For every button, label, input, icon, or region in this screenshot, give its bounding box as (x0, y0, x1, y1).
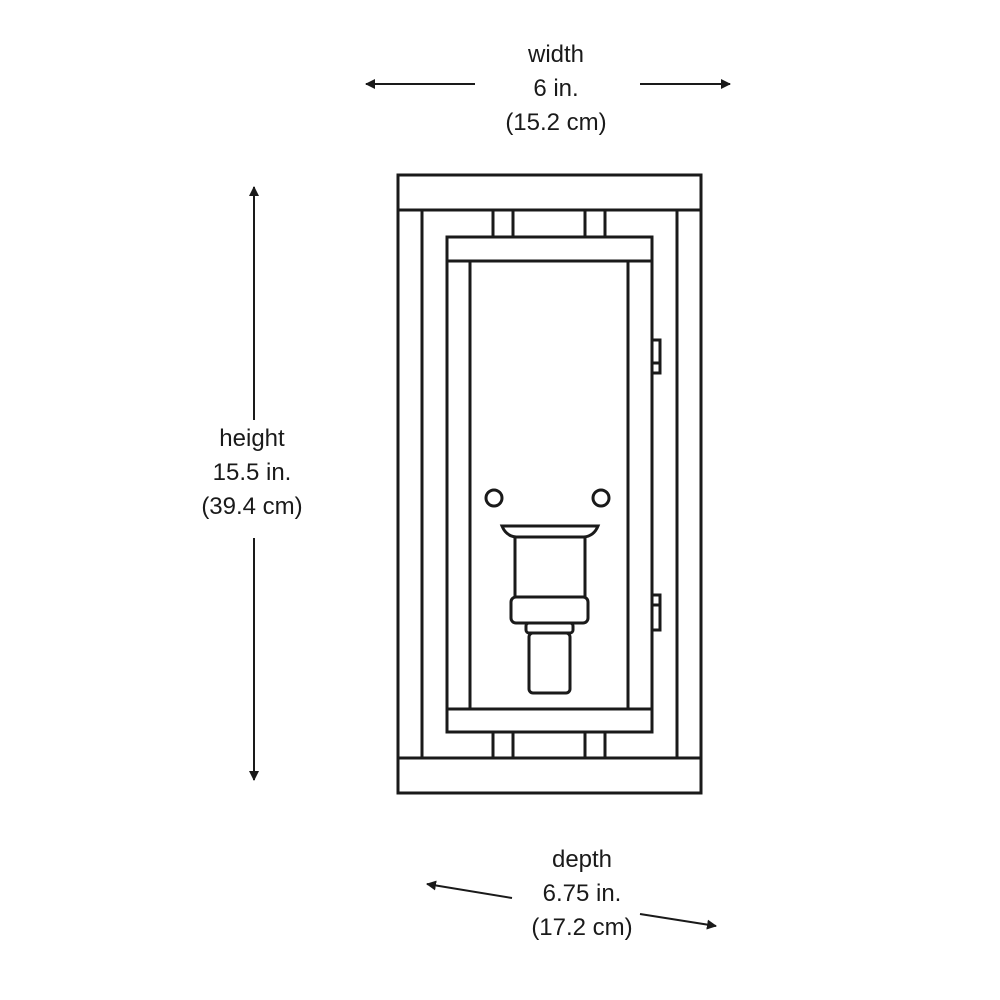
socket-cup (499, 524, 601, 539)
inner-left-post (445, 259, 472, 711)
height-imperial: 15.5 in. (212, 459, 292, 486)
lantern (396, 173, 703, 795)
depth-label: depth (551, 846, 613, 873)
socket-ring (509, 595, 590, 625)
depth-arrow-left (426, 880, 513, 899)
inner-bottom-bar (445, 707, 654, 734)
bottom-connector-right (583, 730, 607, 760)
top-connector-right (583, 208, 607, 239)
height-metric: (39.4 cm) (201, 493, 303, 520)
hinge-top-tab (650, 361, 662, 375)
top-connector-left (491, 208, 515, 239)
width-label: width (527, 41, 585, 68)
outer-right-post (675, 208, 703, 760)
height-dimension-label: height 15.5 in. (39.4 cm) (152, 422, 352, 524)
screw-left (484, 488, 504, 508)
bottom-connector-left (491, 730, 515, 760)
width-imperial: 6 in. (533, 75, 579, 102)
outer-left-post (396, 208, 424, 760)
depth-metric: (17.2 cm) (531, 914, 633, 941)
depth-imperial: 6.75 in. (542, 880, 622, 907)
top-cap (396, 173, 703, 212)
width-metric: (15.2 cm) (505, 109, 607, 136)
depth-arrow-right (639, 913, 717, 930)
screw-right (591, 488, 611, 508)
height-label: height (219, 425, 285, 452)
hinge-top (650, 338, 662, 365)
inner-top-bar (445, 235, 654, 263)
socket-cylinder (527, 631, 572, 695)
width-dimension-label: width 6 in. (15.2 cm) (456, 38, 656, 140)
inner-right-post (626, 259, 654, 711)
socket-body (513, 535, 587, 599)
hinge-bottom (650, 603, 662, 632)
depth-dimension-label: depth 6.75 in. (17.2 cm) (482, 843, 682, 945)
bottom-base (396, 756, 703, 795)
